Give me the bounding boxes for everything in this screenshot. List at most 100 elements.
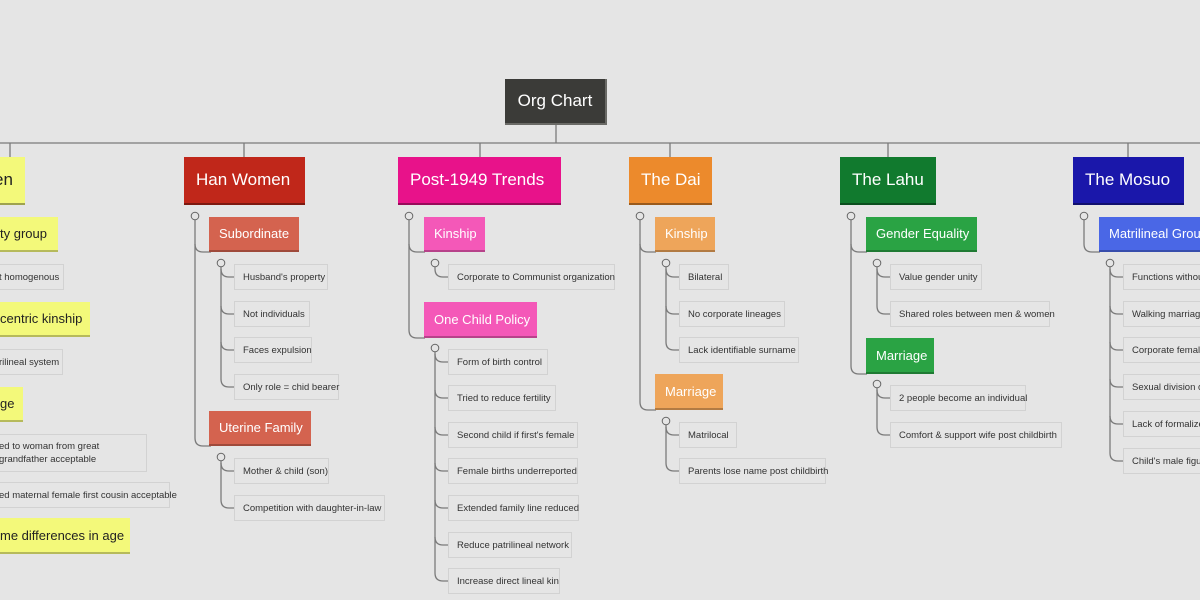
dai-collapse-toggle[interactable]	[635, 211, 645, 221]
post-sub-one-child-policy[interactable]: One Child Policy	[424, 302, 537, 338]
post-leaf-8[interactable]: Increase direct lineal kin	[448, 568, 560, 594]
han-elbow-0	[194, 243, 211, 253]
left-leaf-3-1[interactable]: ed to woman from great grandfather accep…	[0, 434, 147, 472]
han-leaf-2[interactable]: Not individuals	[234, 301, 310, 327]
han-leaf-1[interactable]: Husband's property	[234, 264, 328, 290]
han-sub2-leaf-spine	[220, 461, 234, 509]
dai-leaf-5[interactable]: Parents lose name post childbirth	[679, 458, 828, 484]
lahu-leaf-1[interactable]: Value gender unity	[890, 264, 982, 290]
lahu-spine	[850, 220, 867, 375]
mosuo-leaf-4[interactable]: Sexual division o	[1123, 374, 1200, 400]
han-leaf-5[interactable]: Mother & child (son)	[234, 458, 329, 484]
mosuo-collapse-toggle[interactable]	[1079, 211, 1089, 221]
mosuo-leaf-3[interactable]: Corporate female	[1123, 337, 1200, 363]
dai-leaf-3[interactable]: Lack identifiable surname	[679, 337, 799, 363]
post-sub2-leaf-elbow-1	[434, 389, 448, 399]
left-leaf-3-2[interactable]: ed maternal female first cousin acceptab…	[0, 482, 177, 508]
root-node[interactable]: Org Chart	[505, 79, 607, 125]
han-leaf-4[interactable]: Only role = chid bearer	[234, 374, 339, 400]
dai-leaf-1[interactable]: Bilateral	[679, 264, 729, 290]
lahu-leaf-2[interactable]: Shared roles between men & women	[890, 301, 1055, 327]
mosuo-sub1-leaf-elbow-3	[1109, 378, 1123, 388]
dai-leaf-4[interactable]: Matrilocal	[679, 422, 737, 448]
post-sub2-leaf-elbow-4	[434, 499, 448, 509]
post-leaf-6[interactable]: Extended family line reduced	[448, 495, 579, 521]
han-spine	[194, 220, 211, 447]
left-sub-3[interactable]: ge	[0, 387, 23, 422]
mosuo-sub1-leaf-toggle[interactable]	[1105, 258, 1115, 268]
mosuo-sub-matrilineal-group[interactable]: Matrilineal Grou	[1099, 217, 1200, 252]
mosuo-leaf-2[interactable]: Walking marriage	[1123, 301, 1200, 327]
han-sub-uterine-family[interactable]: Uterine Family	[209, 411, 311, 446]
dai-sub-kinship[interactable]: Kinship	[655, 217, 715, 252]
lahu-sub1-leaf-elbow-0	[876, 268, 890, 278]
left-leaf-1-1[interactable]: t homogenous	[0, 264, 64, 290]
mosuo-leaf-5[interactable]: Lack of formalize	[1123, 411, 1200, 437]
han-leaf-6[interactable]: Competition with daughter-in-law	[234, 495, 385, 521]
dai-elbow-0	[639, 243, 656, 253]
post-sub1-leaf-spine	[434, 267, 448, 278]
dai-sub2-leaf-spine	[665, 425, 679, 472]
lahu-sub2-leaf-spine	[876, 388, 890, 436]
dai-sub2-leaf-toggle[interactable]	[661, 416, 671, 426]
han-sub1-leaf-elbow-1	[220, 305, 234, 315]
post-sub1-leaf-toggle[interactable]	[430, 258, 440, 268]
left-leaf-2-1[interactable]: rilineal system	[0, 349, 63, 375]
lahu-sub2-leaf-toggle[interactable]	[872, 379, 882, 389]
han-sub1-leaf-spine	[220, 267, 234, 388]
dai-sub1-leaf-toggle[interactable]	[661, 258, 671, 268]
mosuo-leaf-1[interactable]: Functions withou	[1123, 264, 1200, 290]
han-sub-subordinate[interactable]: Subordinate	[209, 217, 299, 252]
lahu-sub1-leaf-toggle[interactable]	[872, 258, 882, 268]
branch-left[interactable]: en	[0, 157, 25, 205]
left-sub-1[interactable]: ty group	[0, 217, 58, 252]
han-collapse-toggle[interactable]	[190, 211, 200, 221]
post-leaf-3[interactable]: Tried to reduce fertility	[448, 385, 556, 411]
root-label: Org Chart	[517, 91, 593, 110]
branch-han-women[interactable]: Han Women	[184, 157, 305, 205]
mosuo-sub1-leaf-elbow-1	[1109, 305, 1123, 315]
lahu-sub1-leaf-spine	[876, 267, 890, 315]
dai-sub1-leaf-elbow-1	[665, 305, 679, 315]
han-sub1-leaf-toggle[interactable]	[216, 258, 226, 268]
mosuo-sub1-leaf-elbow-4	[1109, 415, 1123, 425]
branch-the-dai[interactable]: The Dai	[629, 157, 712, 205]
mosuo-spine	[1083, 220, 1100, 253]
mosuo-sub1-leaf-elbow-2	[1109, 341, 1123, 351]
post-elbow-0	[408, 243, 425, 253]
dai-spine	[639, 220, 656, 411]
lahu-leaf-4[interactable]: Comfort & support wife post childbirth	[890, 422, 1062, 448]
lahu-sub-gender-equality[interactable]: Gender Equality	[866, 217, 977, 252]
lahu-collapse-toggle[interactable]	[846, 211, 856, 221]
post-leaf-7[interactable]: Reduce patrilineal network	[448, 532, 572, 558]
left-sub-4[interactable]: me differences in age	[0, 518, 130, 554]
lahu-sub-marriage[interactable]: Marriage	[866, 338, 934, 374]
dai-leaf-2[interactable]: No corporate lineages	[679, 301, 785, 327]
post-leaf-4[interactable]: Second child if first's female	[448, 422, 578, 448]
dai-sub1-leaf-spine	[665, 267, 679, 351]
left-sub-2[interactable]: centric kinship	[0, 302, 90, 337]
post-sub2-leaf-spine	[434, 352, 448, 582]
post-leaf-2[interactable]: Form of birth control	[448, 349, 548, 375]
branch-post-1949-trends[interactable]: Post-1949 Trends	[398, 157, 561, 205]
han-sub2-leaf-elbow-0	[220, 462, 234, 472]
post-sub-kinship[interactable]: Kinship	[424, 217, 485, 252]
post-collapse-toggle[interactable]	[404, 211, 414, 221]
han-sub1-leaf-elbow-2	[220, 341, 234, 351]
post-sub2-leaf-toggle[interactable]	[430, 343, 440, 353]
post-leaf-1[interactable]: Corporate to Communist organization	[448, 264, 615, 290]
lahu-leaf-3[interactable]: 2 people become an individual	[890, 385, 1027, 411]
post-spine	[408, 220, 425, 339]
dai-sub1-leaf-elbow-0	[665, 268, 679, 278]
branch-the-mosuo[interactable]: The Mosuo	[1073, 157, 1184, 205]
branch-the-lahu[interactable]: The Lahu	[840, 157, 936, 205]
han-leaf-3[interactable]: Faces expulsion	[234, 337, 312, 363]
han-sub2-leaf-toggle[interactable]	[216, 452, 226, 462]
lahu-elbow-0	[850, 243, 867, 253]
dai-sub-marriage[interactable]: Marriage	[655, 374, 723, 410]
post-sub2-leaf-elbow-3	[434, 462, 448, 472]
mosuo-leaf-6[interactable]: Child's male figur	[1123, 448, 1200, 474]
post-leaf-5[interactable]: Female births underreported	[448, 458, 578, 484]
